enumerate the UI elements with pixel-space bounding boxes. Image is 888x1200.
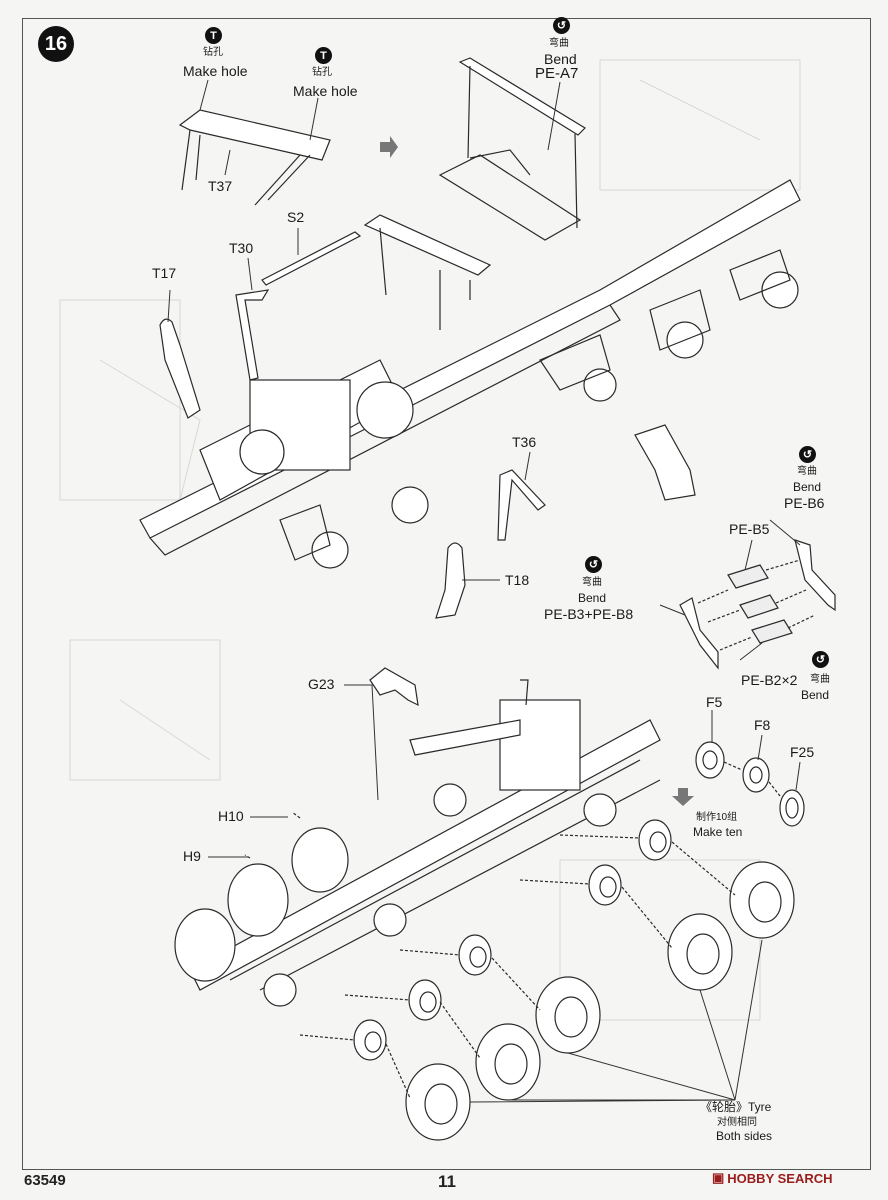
bend-icon: ↺ (812, 651, 829, 668)
lower-chassis (189, 679, 661, 1007)
part-label-t30: T30 (229, 240, 254, 256)
part-f25 (779, 789, 805, 827)
bend-label-cn: 弯曲 (549, 38, 569, 49)
drill-icon: T (315, 47, 332, 64)
page-frame (22, 18, 871, 1170)
part-label-f25: F25 (790, 744, 815, 760)
bend-label-cn: 弯曲 (797, 466, 817, 477)
drill-label-cn: 钻孔 (203, 47, 223, 58)
bend-label-en: Bend (578, 591, 607, 605)
both-sides-label-en: Both sides (716, 1129, 773, 1143)
part-label-t37: T37 (208, 178, 233, 194)
drill-icon: T (205, 27, 222, 44)
page-number: 11 (438, 1172, 456, 1191)
part-pe-a7 (438, 57, 586, 241)
step-number-badge: 16 (38, 26, 74, 62)
part-label-pe-b6: PE-B6 (784, 495, 825, 511)
down-arrow-icon (672, 788, 694, 806)
bend-label-en: Bend (793, 480, 822, 494)
part-label-f5: F5 (706, 694, 723, 710)
bend-label-en: Bend (544, 51, 577, 67)
bend-label-cn: 弯曲 (810, 674, 830, 685)
make-ten-label-cn: 制作10组 (696, 812, 738, 823)
part-pe-b3 (679, 597, 719, 670)
part-t17 (159, 318, 201, 419)
part-t37 (178, 109, 331, 206)
part-f5 (695, 741, 725, 779)
both-sides-label-cn: 对侧相同 (717, 1117, 757, 1128)
tyre-group (174, 827, 795, 1141)
part-pe-b5 (727, 564, 769, 589)
bend-icon: ↺ (799, 446, 816, 463)
right-arrow-icon (380, 136, 398, 158)
part-label-f8: F8 (754, 717, 771, 733)
bend-icon: ↺ (585, 556, 602, 573)
part-label-h9: H9 (183, 848, 201, 864)
part-label-h10: H10 (218, 808, 244, 824)
part-t30 (235, 289, 270, 381)
part-label-g23: G23 (308, 676, 335, 692)
tyre-label: 《轮胎》Tyre (700, 1100, 772, 1114)
drill-label-cn: 钻孔 (312, 67, 332, 78)
bend-label-cn: 弯曲 (582, 577, 602, 588)
watermark-logo-icon: ▣ (712, 1170, 725, 1185)
part-label-pe-b3-b8: PE-B3+PE-B8 (544, 606, 634, 622)
bend-label-en: Bend (801, 688, 830, 702)
part-label-t17: T17 (152, 265, 177, 281)
drill-label-en: Make hole (183, 63, 248, 79)
part-label-pe-b5: PE-B5 (729, 521, 770, 537)
upper-chassis (139, 179, 801, 569)
bend-icon: ↺ (553, 17, 570, 34)
part-label-t18: T18 (505, 572, 530, 588)
part-s2 (261, 231, 362, 286)
part-f8 (742, 757, 770, 793)
part-label-pe-b2: PE-B2×2 (741, 672, 798, 688)
part-t36 (497, 469, 546, 541)
product-code: 63549 (24, 1172, 66, 1189)
part-g23 (369, 667, 419, 707)
part-pe-b6 (794, 539, 836, 612)
part-pe-b2 (751, 619, 793, 644)
watermark: ▣ HOBBY SEARCH (712, 1170, 833, 1186)
part-label-pe-a7: PE-A7 (535, 65, 579, 82)
part-label-t36: T36 (512, 434, 537, 450)
drill-label-en: Make hole (293, 83, 358, 99)
watermark-text: HOBBY SEARCH (727, 1170, 833, 1186)
part-t18 (435, 542, 466, 619)
make-ten-label-en: Make ten (693, 825, 743, 839)
part-label-s2: S2 (287, 209, 305, 225)
